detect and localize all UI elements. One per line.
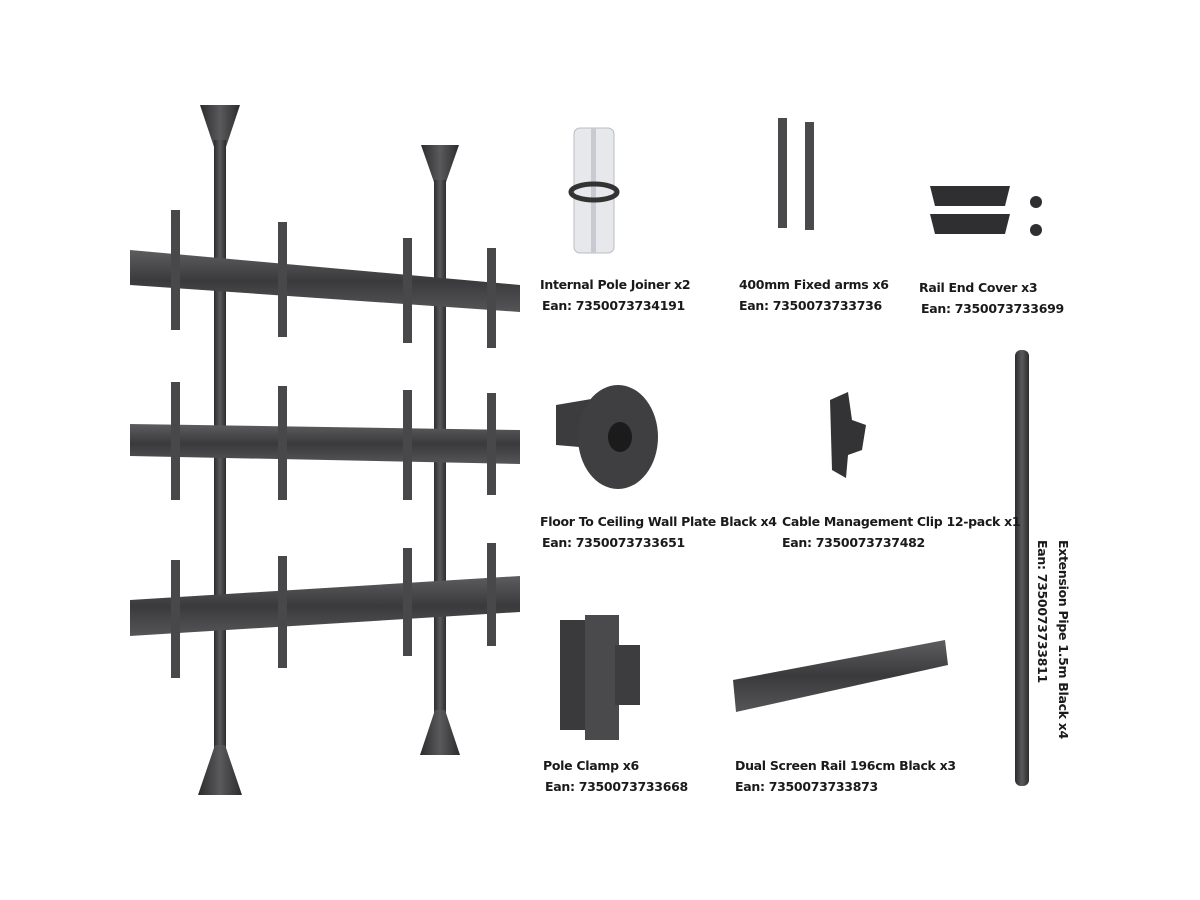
internal-pole-joiner-image	[568, 127, 620, 254]
product-ean: Ean: 7350073733668	[545, 779, 688, 794]
product-ean: Ean: 7350073733873	[735, 779, 878, 794]
product-name: Cable Management Clip 12-pack x1	[782, 514, 1021, 529]
product-name: Pole Clamp x6	[543, 758, 639, 773]
rail-middle	[130, 424, 520, 464]
product-label-extension-pipe: Extension Pipe 1.5m Black x4 Ean: 735007…	[1032, 540, 1074, 739]
product-ean: Ean: 7350073734191	[542, 298, 685, 313]
product-label-wall-plate: Floor To Ceiling Wall Plate Black x4 Ean…	[540, 511, 777, 553]
mounting-arms	[171, 210, 496, 678]
extension-pipe-image	[1015, 350, 1029, 786]
product-name: Rail End Cover x3	[919, 280, 1038, 295]
product-label-dual-screen-rail: Dual Screen Rail 196cm Black x3 Ean: 735…	[735, 755, 956, 797]
product-ean: Ean: 7350073733811	[1035, 540, 1050, 683]
product-label-pole-clamp: Pole Clamp x6 Ean: 7350073733668	[543, 755, 688, 797]
rail-top	[130, 250, 520, 312]
pole-clamp-image	[560, 615, 640, 740]
product-label-cable-clip: Cable Management Clip 12-pack x1 Ean: 73…	[782, 511, 1021, 553]
product-name: Extension Pipe 1.5m Black x4	[1056, 540, 1071, 739]
product-label-rail-end-cover: Rail End Cover x3 Ean: 7350073733699	[919, 277, 1064, 319]
product-label-internal-pole-joiner: Internal Pole Joiner x2 Ean: 73500737341…	[540, 274, 691, 316]
product-ean: Ean: 7350073733736	[739, 298, 882, 313]
rail-end-cover-image	[930, 186, 1042, 236]
product-ean: Ean: 7350073737482	[782, 535, 925, 550]
dual-screen-rail-image	[733, 640, 948, 712]
product-name: 400mm Fixed arms x6	[739, 277, 889, 292]
product-name: Floor To Ceiling Wall Plate Black x4	[540, 514, 777, 529]
product-ean: Ean: 7350073733651	[542, 535, 685, 550]
product-name: Dual Screen Rail 196cm Black x3	[735, 758, 956, 773]
product-label-fixed-arms: 400mm Fixed arms x6 Ean: 7350073733736	[739, 274, 889, 316]
cable-clip-image	[830, 392, 866, 478]
fixed-arms-image	[778, 118, 814, 230]
wall-plate-image	[556, 385, 658, 489]
product-ean: Ean: 7350073733699	[921, 301, 1064, 316]
product-name: Internal Pole Joiner x2	[540, 277, 691, 292]
rail-bottom	[130, 576, 520, 636]
video-wall-assembly	[130, 105, 520, 795]
